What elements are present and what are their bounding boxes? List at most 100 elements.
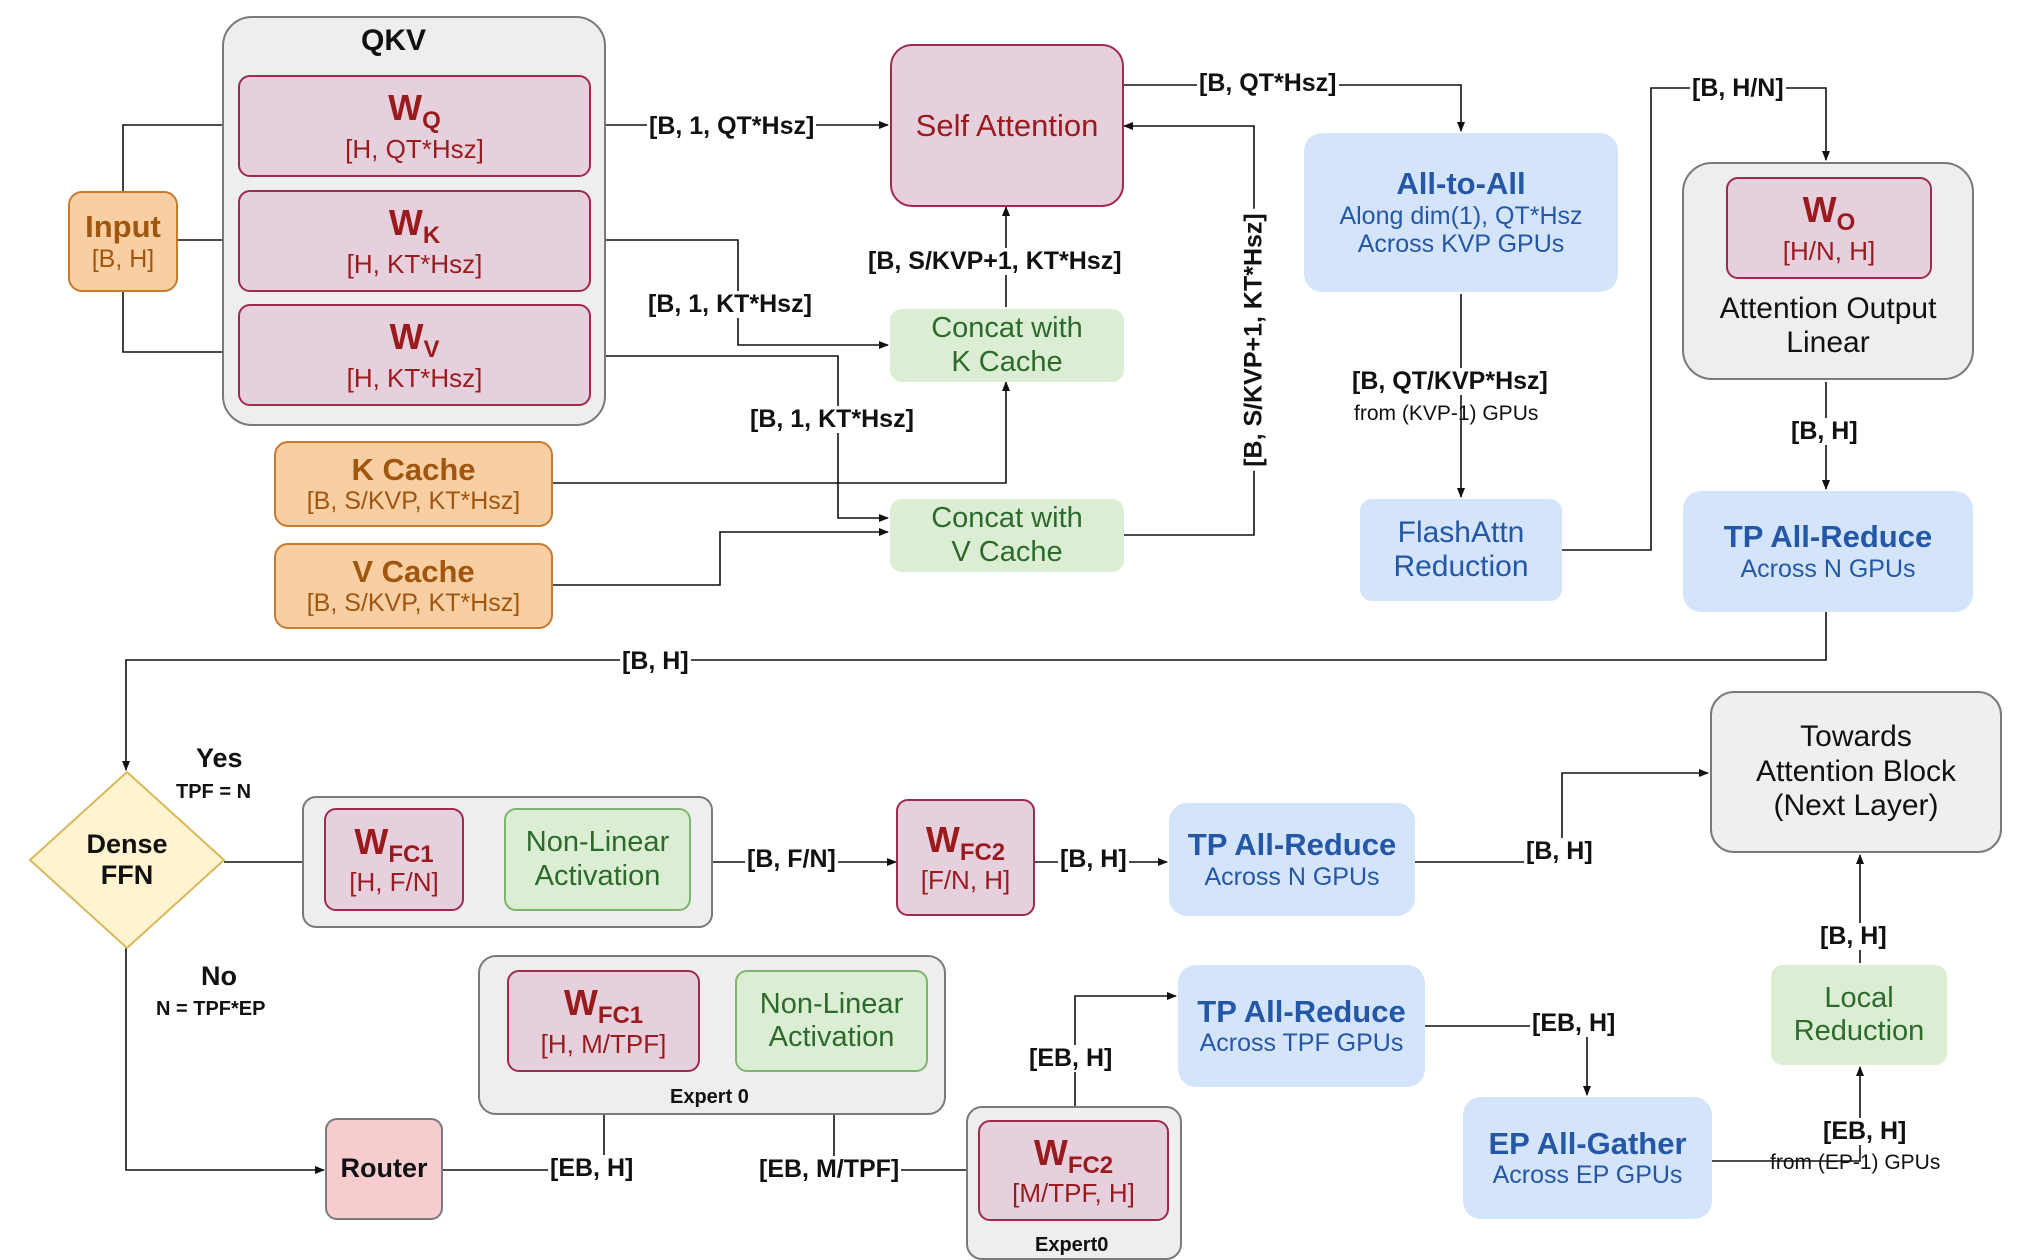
flashattn-reduction-box[interactable]: FlashAttn Reduction xyxy=(1360,499,1562,601)
v-cache-title: V Cache xyxy=(352,553,475,589)
v-cache-box[interactable]: V Cache [B, S/KVP, KT*Hsz] xyxy=(274,543,553,629)
self-attention-label: Self Attention xyxy=(915,107,1099,143)
wq-dims: [H, QT*Hsz] xyxy=(345,133,484,164)
flashattn-line1: FlashAttn xyxy=(1397,515,1525,549)
concat-v-cache-box[interactable]: Concat with V Cache xyxy=(890,499,1124,572)
dense-fc2-box[interactable]: WFC2 [F/N, H] xyxy=(896,799,1035,916)
expert-fc1-box[interactable]: WFC1 [H, M/TPF] xyxy=(507,970,700,1072)
dense-activation-line2: Activation xyxy=(534,859,661,892)
towards-line2: Attention Block xyxy=(1755,754,1957,788)
tp-all-reduce-dense-title: TP All-Reduce xyxy=(1187,827,1397,863)
concat-k-line1: Concat with xyxy=(931,312,1083,345)
expert0-caption: Expert0 xyxy=(1035,1234,1109,1256)
tp-all-reduce-attn-box[interactable]: TP All-Reduce Across N GPUs xyxy=(1683,491,1973,612)
towards-line3: (Next Layer) xyxy=(1773,789,1939,823)
dense-fc1-box[interactable]: WFC1 [H, F/N] xyxy=(324,808,464,911)
expert-activation-box[interactable]: Non-Linear Activation xyxy=(735,970,928,1072)
wk-dims: [H, KT*Hsz] xyxy=(346,248,483,279)
wo-dims: [H/N, H] xyxy=(1782,235,1876,266)
edge-label-v-out: [B, 1, KT*Hsz] xyxy=(748,405,916,433)
wv-symbol: WV xyxy=(389,316,440,364)
expert-fc2-box[interactable]: WFC2 [M/TPF, H] xyxy=(978,1120,1169,1221)
input-title: Input xyxy=(85,209,161,245)
expert-activation-line2: Activation xyxy=(768,1021,895,1053)
all-to-all-box[interactable]: All-to-All Along dim(1), QT*Hsz Across K… xyxy=(1304,133,1618,292)
local-reduction-line2: Reduction xyxy=(1793,1015,1925,1047)
wk-weight-box[interactable]: WK [H, KT*Hsz] xyxy=(238,190,591,292)
edge-label-expert-act-out: [EB, M/TPF] xyxy=(757,1155,902,1183)
wire-tpreduce-to-dense xyxy=(122,612,1827,771)
concat-k-line2: K Cache xyxy=(951,345,1063,378)
expert-activation-line1: Non-Linear xyxy=(759,987,904,1020)
wo-weight-box[interactable]: WO [H/N, H] xyxy=(1726,177,1932,279)
dense-fc1-dims: [H, F/N] xyxy=(349,867,439,898)
wire-flash-to-wo xyxy=(1562,87,1830,551)
wire-efc2-to-tpfreduce xyxy=(1074,992,1177,1120)
edge-note-ep-gather-out: from (EP-1) GPUs xyxy=(1770,1151,1941,1174)
local-reduction-line1: Local xyxy=(1824,981,1894,1014)
concat-v-line2: V Cache xyxy=(951,535,1063,568)
dense-fc1-symbol: WFC1 xyxy=(354,820,434,868)
self-attention-box[interactable]: Self Attention xyxy=(890,44,1124,207)
towards-line1: Towards xyxy=(1800,720,1912,754)
tp-all-reduce-tpf-title: TP All-Reduce xyxy=(1197,993,1406,1029)
wv-dims: [H, KT*Hsz] xyxy=(346,362,483,393)
edge-label-q-out: [B, 1, QT*Hsz] xyxy=(647,112,817,140)
all-to-all-title: All-to-All xyxy=(1396,165,1526,201)
wire-tpreduce-to-towards xyxy=(1415,769,1709,863)
expert-fc2-dims: [M/TPF, H] xyxy=(1012,1178,1135,1209)
edge-label-flash-out: [B, H/N] xyxy=(1690,74,1786,102)
concat-k-cache-box[interactable]: Concat with K Cache xyxy=(890,309,1124,382)
edge-label-attn-block-out: [B, H] xyxy=(620,647,691,675)
edge-label-dense-reduce-out: [B, H] xyxy=(1524,837,1595,865)
wire-wv-to-concatv xyxy=(591,355,889,522)
edge-label-a2a-out: [B, QT/KVP*Hsz] xyxy=(1350,367,1550,395)
edge-label-ep-gather-out: [EB, H] xyxy=(1821,1117,1909,1145)
wire-epgather-to-local xyxy=(1712,1066,1864,1162)
v-cache-dims: [B, S/KVP, KT*Hsz] xyxy=(306,589,521,618)
edge-label-concat-k-out: [B, S/KVP+1, KT*Hsz] xyxy=(866,247,1124,275)
ep-all-gather-box[interactable]: EP All-Gather Across EP GPUs xyxy=(1463,1097,1712,1219)
all-to-all-line1: Along dim(1), QT*Hsz xyxy=(1339,201,1583,230)
k-cache-box[interactable]: K Cache [B, S/KVP, KT*Hsz] xyxy=(274,441,553,527)
flashattn-line2: Reduction xyxy=(1393,550,1529,583)
wq-weight-box[interactable]: WQ [H, QT*Hsz] xyxy=(238,75,591,177)
dense-activation-box[interactable]: Non-Linear Activation xyxy=(504,808,691,911)
tp-all-reduce-attn-sub: Across N GPUs xyxy=(1740,554,1916,583)
tp-all-reduce-tpf-box[interactable]: TP All-Reduce Across TPF GPUs xyxy=(1178,965,1425,1087)
attention-output-linear-caption: Attention Output Linear xyxy=(1719,291,1937,360)
expert-fc1-dims: [H, M/TPF] xyxy=(540,1028,667,1059)
edge-label-router-out: [EB, H] xyxy=(548,1154,636,1182)
edge-label-k-out: [B, 1, KT*Hsz] xyxy=(646,290,814,318)
towards-next-layer-box[interactable]: Towards Attention Block (Next Layer) xyxy=(1710,691,2002,853)
wire-vcache-to-concatv xyxy=(553,528,889,586)
edge-note-a2a-out: from (KVP-1) GPUs xyxy=(1354,402,1539,425)
branch-no-label: No xyxy=(201,961,237,991)
wire-concatv-to-attn xyxy=(1123,122,1255,536)
input-box[interactable]: Input [B, H] xyxy=(68,191,178,292)
wq-symbol: WQ xyxy=(388,87,441,135)
edge-label-attn-out: [B, QT*Hsz] xyxy=(1197,69,1339,97)
edge-label-dense-fc1-out: [B, F/N] xyxy=(745,845,838,873)
dense-fc2-dims: [F/N, H] xyxy=(920,865,1011,896)
ep-all-gather-title: EP All-Gather xyxy=(1488,1125,1687,1161)
router-box[interactable]: Router xyxy=(325,1118,443,1220)
edge-label-wo-out: [B, H] xyxy=(1789,417,1860,445)
k-cache-dims: [B, S/KVP, KT*Hsz] xyxy=(306,487,521,516)
edge-label-dense-fc2-out: [B, H] xyxy=(1058,845,1129,873)
local-reduction-box[interactable]: Local Reduction xyxy=(1771,965,1947,1065)
dense-ffn-diamond[interactable] xyxy=(28,770,226,950)
tp-all-reduce-attn-title: TP All-Reduce xyxy=(1723,519,1933,555)
edge-label-concat-v-out: [B, S/KVP+1, KT*Hsz] xyxy=(1239,209,1269,471)
tp-all-reduce-dense-sub: Across N GPUs xyxy=(1204,862,1380,891)
wire-dense-to-router xyxy=(125,948,325,1174)
k-cache-title: K Cache xyxy=(351,451,476,487)
tp-all-reduce-dense-box[interactable]: TP All-Reduce Across N GPUs xyxy=(1169,803,1415,916)
edge-label-expert-fc2-out: [EB, H] xyxy=(1027,1044,1115,1072)
edge-label-tpf-reduce-out: [EB, H] xyxy=(1530,1009,1618,1037)
all-to-all-line2: Across KVP GPUs xyxy=(1357,230,1565,259)
dense-fc2-symbol: WFC2 xyxy=(925,818,1006,866)
dense-ffn-label: Dense FFN xyxy=(86,828,168,890)
qkv-group-title: QKV xyxy=(361,24,427,57)
wv-weight-box[interactable]: WV [H, KT*Hsz] xyxy=(238,304,591,406)
